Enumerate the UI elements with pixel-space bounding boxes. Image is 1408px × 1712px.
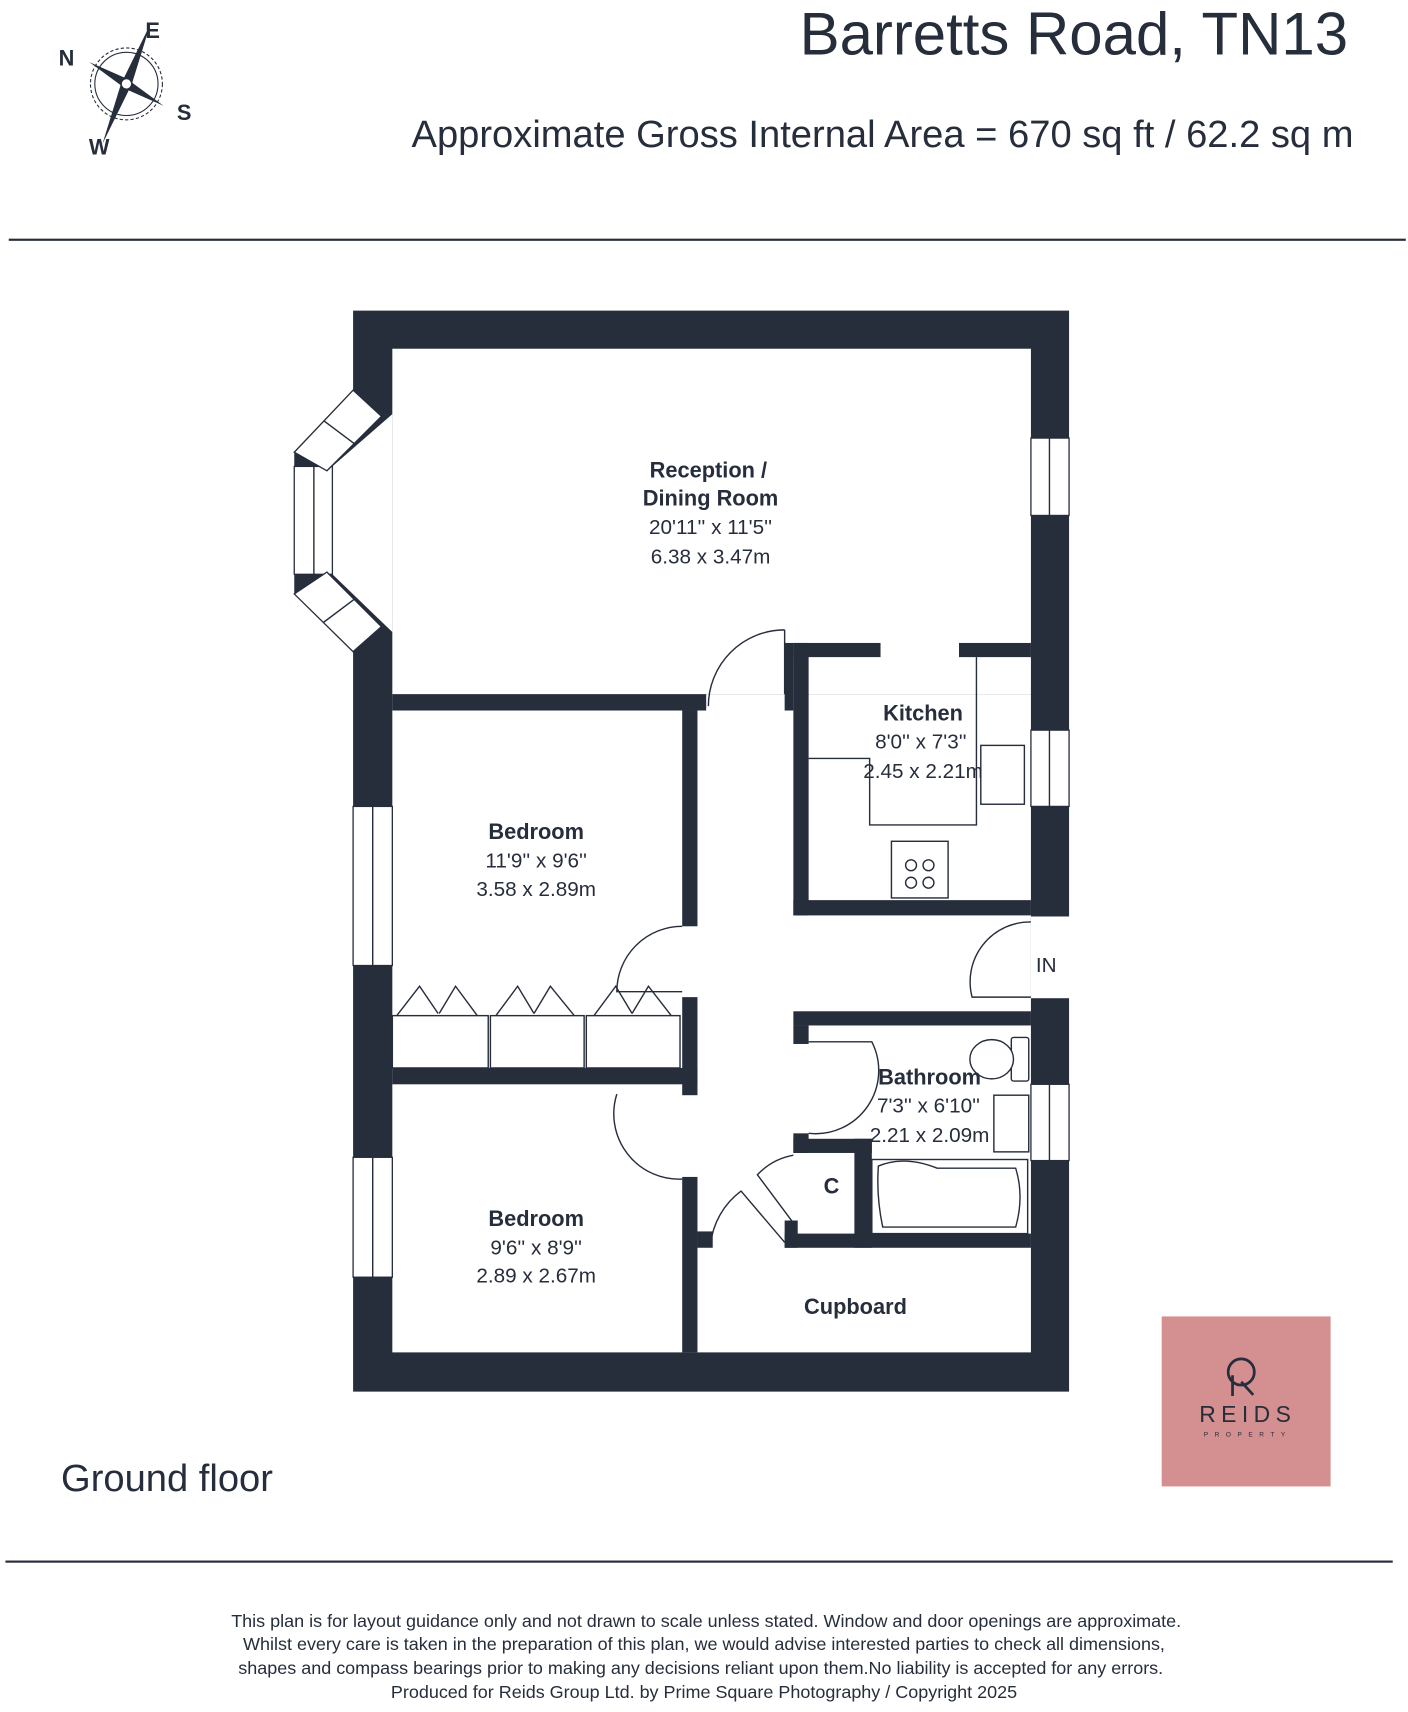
bath-icon (871, 1158, 1029, 1235)
sink-icon (980, 744, 1026, 805)
room-name: Bathroom (878, 1064, 981, 1089)
compass-s: S (177, 100, 192, 125)
room-name: C (824, 1173, 840, 1198)
room-metric: 3.58 x 2.89m (476, 878, 596, 901)
floor-plan: Reception / Dining Room 20'11'' x 11'5''… (293, 310, 1071, 1392)
entrance-label: IN (1036, 954, 1057, 977)
room-name: Dining Room (643, 486, 779, 511)
room-metric: 6.38 x 3.47m (651, 545, 771, 568)
reids-logo: REIDS PROPERTY (1161, 1316, 1331, 1487)
kitchen-fixtures (808, 657, 1026, 899)
room-name: Reception / (650, 457, 767, 482)
logo-name: REIDS (1199, 1401, 1296, 1427)
room-name: Kitchen (883, 700, 963, 725)
doors (613, 629, 1031, 1245)
windows (293, 389, 1070, 1278)
compass-icon: E N S W (59, 18, 192, 160)
room-imperial: 11'9'' x 9'6'' (485, 849, 587, 872)
room-name: Cupboard (804, 1294, 907, 1319)
compass-n: N (59, 45, 75, 70)
room-metric: 2.89 x 2.67m (476, 1265, 596, 1288)
hob-icon (890, 840, 949, 899)
disclaimer-line: This plan is for layout guidance only an… (231, 1611, 1181, 1631)
disclaimer-line: Whilst every care is taken in the prepar… (243, 1634, 1165, 1654)
disclaimer-line: shapes and compass bearings prior to mak… (238, 1658, 1163, 1678)
footer-divider (5, 1560, 1393, 1563)
floor-label: Ground floor (61, 1457, 273, 1500)
room-metric: 2.21 x 2.09m (870, 1124, 990, 1147)
room-imperial: 8'0'' x 7'3'' (875, 731, 967, 754)
room-name: Bedroom (488, 819, 584, 844)
compass-w: W (89, 135, 110, 160)
logo-sub: PROPERTY (1204, 1431, 1292, 1438)
wardrobes (391, 984, 681, 1069)
copyright-line: Produced for Reids Group Ltd. by Prime S… (391, 1682, 1017, 1702)
room-name: Bedroom (488, 1206, 584, 1231)
room-metric: 2.45 x 2.21m (863, 760, 983, 783)
compass-e: E (145, 18, 160, 43)
bathroom-fixtures (871, 1036, 1030, 1235)
area-summary: Approximate Gross Internal Area = 670 sq… (412, 113, 1354, 156)
room-imperial: 20'11'' x 11'5'' (649, 516, 772, 539)
toilet-icon (969, 1038, 1015, 1080)
room-imperial: 9'6'' x 8'9'' (490, 1236, 582, 1259)
room-imperial: 7'3'' x 6'10'' (877, 1095, 980, 1118)
page-title: Barretts Road, TN13 (800, 0, 1348, 67)
header-divider (8, 238, 1406, 241)
basin-icon (993, 1094, 1030, 1153)
